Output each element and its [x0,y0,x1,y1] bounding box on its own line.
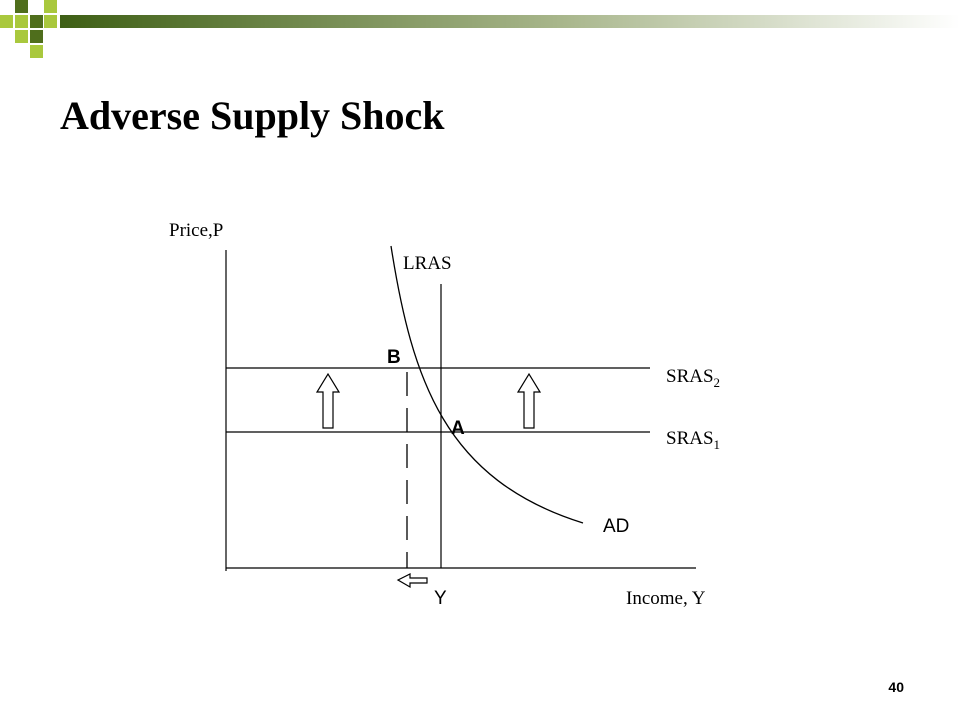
ad-curve [390,245,584,524]
decor-square [15,30,28,43]
sras1-label: SRAS1 [666,428,720,452]
ad-label: AD [603,516,629,537]
decor-square [30,30,43,43]
sras1-label-base: SRAS [666,428,714,449]
decor-square [30,15,43,28]
sras2-label: SRAS2 [666,366,720,390]
point-b-label: B [387,347,401,368]
decor-square [15,0,28,13]
decorative-squares [0,0,57,58]
sras2-label-base: SRAS [666,366,714,387]
y-axis-label: Price,P [169,220,223,241]
up-arrow-icon [315,372,341,429]
page-number: 40 [888,679,904,695]
x-tick-label-y: Y [434,588,447,609]
point-a-label: A [451,418,465,439]
up-arrow-icon [516,372,542,429]
slide-title: Adverse Supply Shock [60,93,445,138]
decor-square [44,0,57,13]
x-axis-label: Income, Y [626,588,706,609]
top-gradient-bar [60,15,960,28]
sras2-label-sub: 2 [714,375,721,390]
lras-label: LRAS [403,253,452,274]
decor-square [0,15,13,28]
decor-square [44,15,57,28]
decor-square [30,45,43,58]
left-arrow-icon [396,573,428,589]
sras1-label-sub: 1 [714,437,721,452]
decor-square [15,15,28,28]
